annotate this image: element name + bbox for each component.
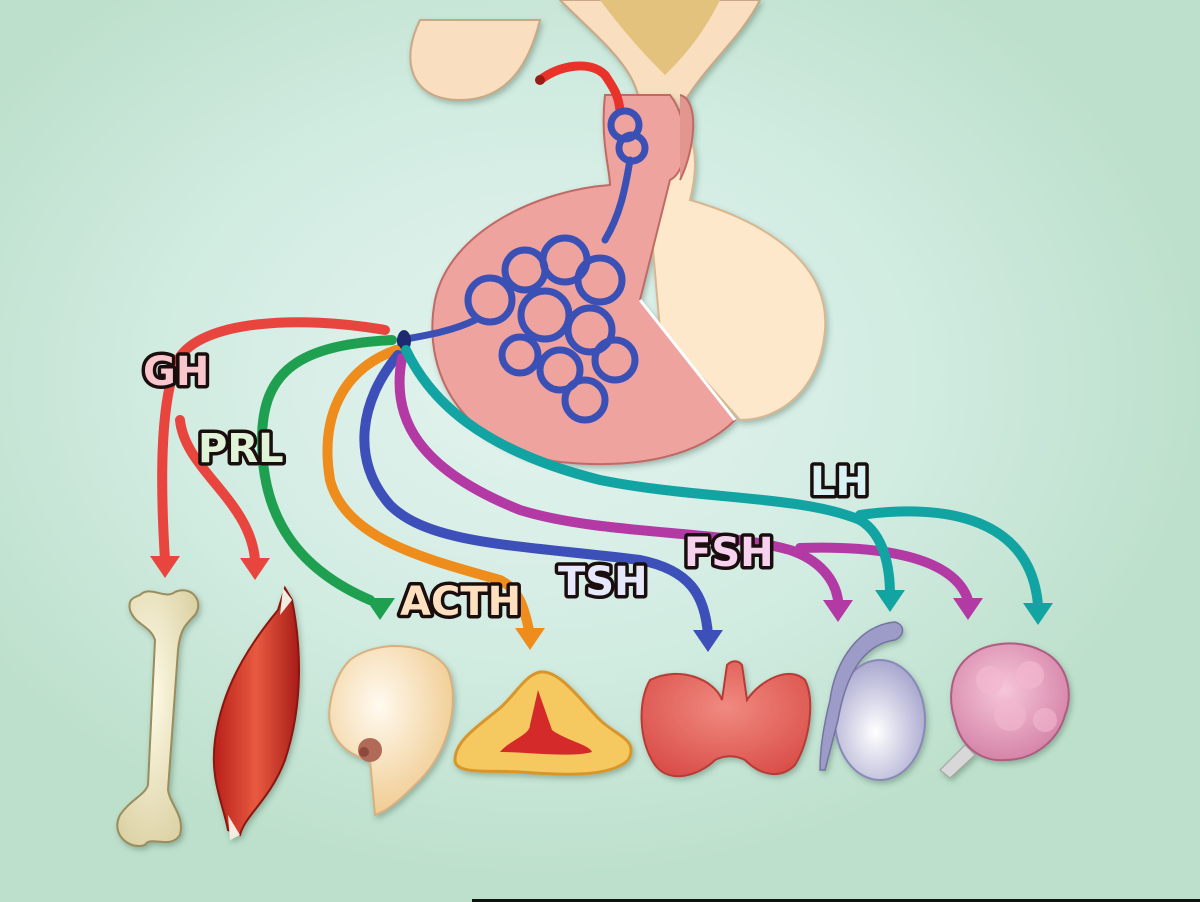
arrowhead-fsh-to-testis	[823, 600, 853, 622]
arrow-fsh-to-ovary	[795, 542, 973, 605]
organ-thyroid	[640, 660, 812, 778]
arrowhead-lh-to-testis	[875, 590, 905, 612]
arrow-acth-to-adrenal	[322, 345, 535, 640]
posterior-pituitary	[638, 98, 827, 422]
hormone-arrows	[157, 317, 1043, 640]
superior-hypophyseal-artery	[535, 61, 625, 115]
arrow-tsh-to-thyroid	[359, 350, 713, 640]
portal-vessels	[396, 107, 649, 424]
organ-breast	[328, 645, 454, 817]
organ-muscle	[212, 585, 300, 840]
hormone-label-fsh: FSH	[684, 530, 774, 576]
organ-ovary	[939, 642, 1070, 779]
arrow-prl-to-breast	[256, 335, 397, 605]
arrow-gh-to-bone	[157, 317, 390, 565]
organ-bone	[116, 589, 200, 847]
bottom-border	[472, 899, 1200, 902]
organ-adrenal	[453, 670, 633, 776]
hormone-arrowheads	[150, 556, 1053, 652]
arrow-gh-to-muscle	[175, 415, 260, 565]
arrowhead-fsh-to-ovary	[953, 598, 983, 620]
arrow-lh-to-testis	[401, 345, 895, 600]
arrow-lh-to-ovary	[855, 506, 1043, 610]
hormone-label-tsh: TSH	[558, 559, 648, 605]
hormone-label-acth: ACTH	[400, 579, 521, 625]
hypothalamus	[409, 0, 762, 128]
arrowhead-acth-to-adrenal	[515, 628, 545, 650]
arrow-fsh-to-testis	[394, 353, 843, 605]
arrowhead-gh-to-bone	[150, 556, 180, 578]
hormone-label-lh: LH	[810, 459, 869, 505]
arrowhead-prl-to-breast	[365, 598, 395, 620]
organ-testis	[819, 621, 926, 781]
arrowhead-lh-to-ovary	[1023, 603, 1053, 625]
hormone-label-prl: PRL	[198, 426, 284, 472]
arrowhead-tsh-to-thyroid	[693, 630, 723, 652]
arrowhead-gh-to-muscle	[240, 558, 270, 580]
hormone-label-gh: GH	[143, 349, 209, 395]
